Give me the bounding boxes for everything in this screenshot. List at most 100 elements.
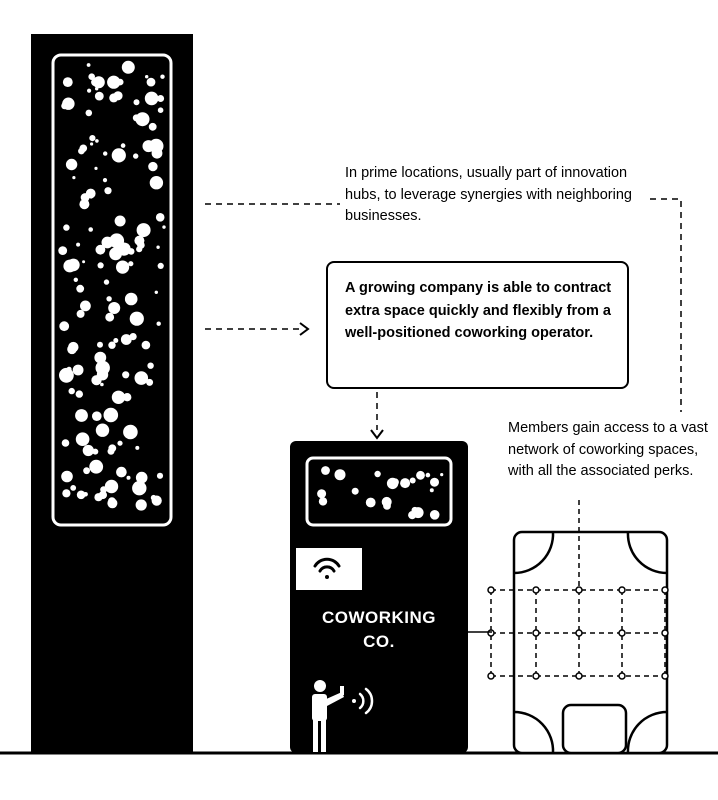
signal-waves-icon [352,687,374,715]
light-dot [108,444,117,453]
network-nodes [487,586,669,680]
light-dot [124,292,138,306]
network-node [618,586,626,594]
light-dot [108,302,121,314]
light-dot [135,499,147,511]
light-dot [103,279,110,285]
light-dot [63,259,77,273]
light-dot [145,75,149,79]
light-dot [113,91,123,101]
light-dot [111,390,126,404]
light-dot [59,321,70,332]
coworking-window-lights [317,466,444,520]
network-node [661,586,669,594]
light-dot [95,139,99,143]
light-dot [92,411,102,422]
light-dot [94,91,104,101]
light-dot [157,262,164,269]
network-node [532,672,540,680]
light-dot [92,448,99,455]
light-dot [87,88,92,93]
tower-window [51,53,173,527]
network-node [487,586,495,594]
light-dot [127,248,135,255]
caption-growing-company: A growing company is able to contract ex… [345,280,612,341]
tower-window-lights [58,60,166,511]
light-dot [103,151,108,156]
light-dot [122,371,130,379]
light-dot [100,382,104,387]
light-dot [95,360,110,376]
person-phone-icon [312,680,344,752]
light-dot [146,378,154,386]
light-dot [88,227,93,232]
light-dot [116,466,127,478]
light-dot [61,439,70,447]
light-dot [76,284,85,293]
light-dot [409,477,416,484]
light-dot [430,477,439,487]
light-dot [73,277,79,282]
light-dot [157,95,165,102]
coworking-brand-name: COWORKING CO. [321,608,437,651]
light-dot [97,341,103,348]
caption-prime-locations: In prime locations, usually part of inno… [345,163,645,228]
light-dot [90,142,94,146]
light-dot [113,338,119,343]
light-dot [88,73,95,80]
light-dot [89,195,93,199]
light-dot [374,470,381,478]
light-dot [160,74,165,79]
light-dot [106,296,112,302]
light-dot [147,362,154,369]
light-dot [321,466,330,475]
light-dot [68,387,75,395]
network-node [532,586,540,594]
light-dot [135,445,140,450]
light-dot [416,470,425,480]
light-dot [141,340,151,350]
light-dot [156,472,164,479]
light-dot [79,199,90,210]
light-dot [61,470,73,483]
light-dot [162,225,166,229]
light-dot [62,77,73,87]
light-dot [102,178,108,183]
light-dot [121,60,135,74]
light-dot [156,245,160,249]
light-dot [318,497,328,506]
light-dot [154,290,158,294]
light-dot [67,344,77,355]
callout-box [326,261,629,389]
light-dot [91,375,102,386]
light-dot [383,502,391,510]
light-dot [89,459,104,474]
light-dot [58,246,68,256]
light-dot [70,485,77,491]
light-dot [148,138,164,154]
light-dot [108,341,116,349]
light-dot [86,63,91,67]
light-dot [75,432,90,447]
light-dot [137,223,149,235]
light-dot [111,148,126,163]
light-dot [429,488,434,493]
wifi-icon [313,557,341,579]
light-dot [146,77,156,87]
light-dot [351,487,359,495]
light-dot [400,478,411,489]
floor-plan-corners [513,531,668,754]
light-dot [105,312,115,322]
light-dot [317,489,327,499]
light-dot [148,122,157,131]
light-dot [116,78,124,86]
light-dot [157,107,164,113]
light-dot [94,351,107,364]
network-node [661,672,669,680]
light-dot [334,469,346,481]
light-dot [104,479,119,494]
light-dot [89,135,96,142]
light-dot [440,473,444,477]
dashed-connectors [205,198,682,430]
